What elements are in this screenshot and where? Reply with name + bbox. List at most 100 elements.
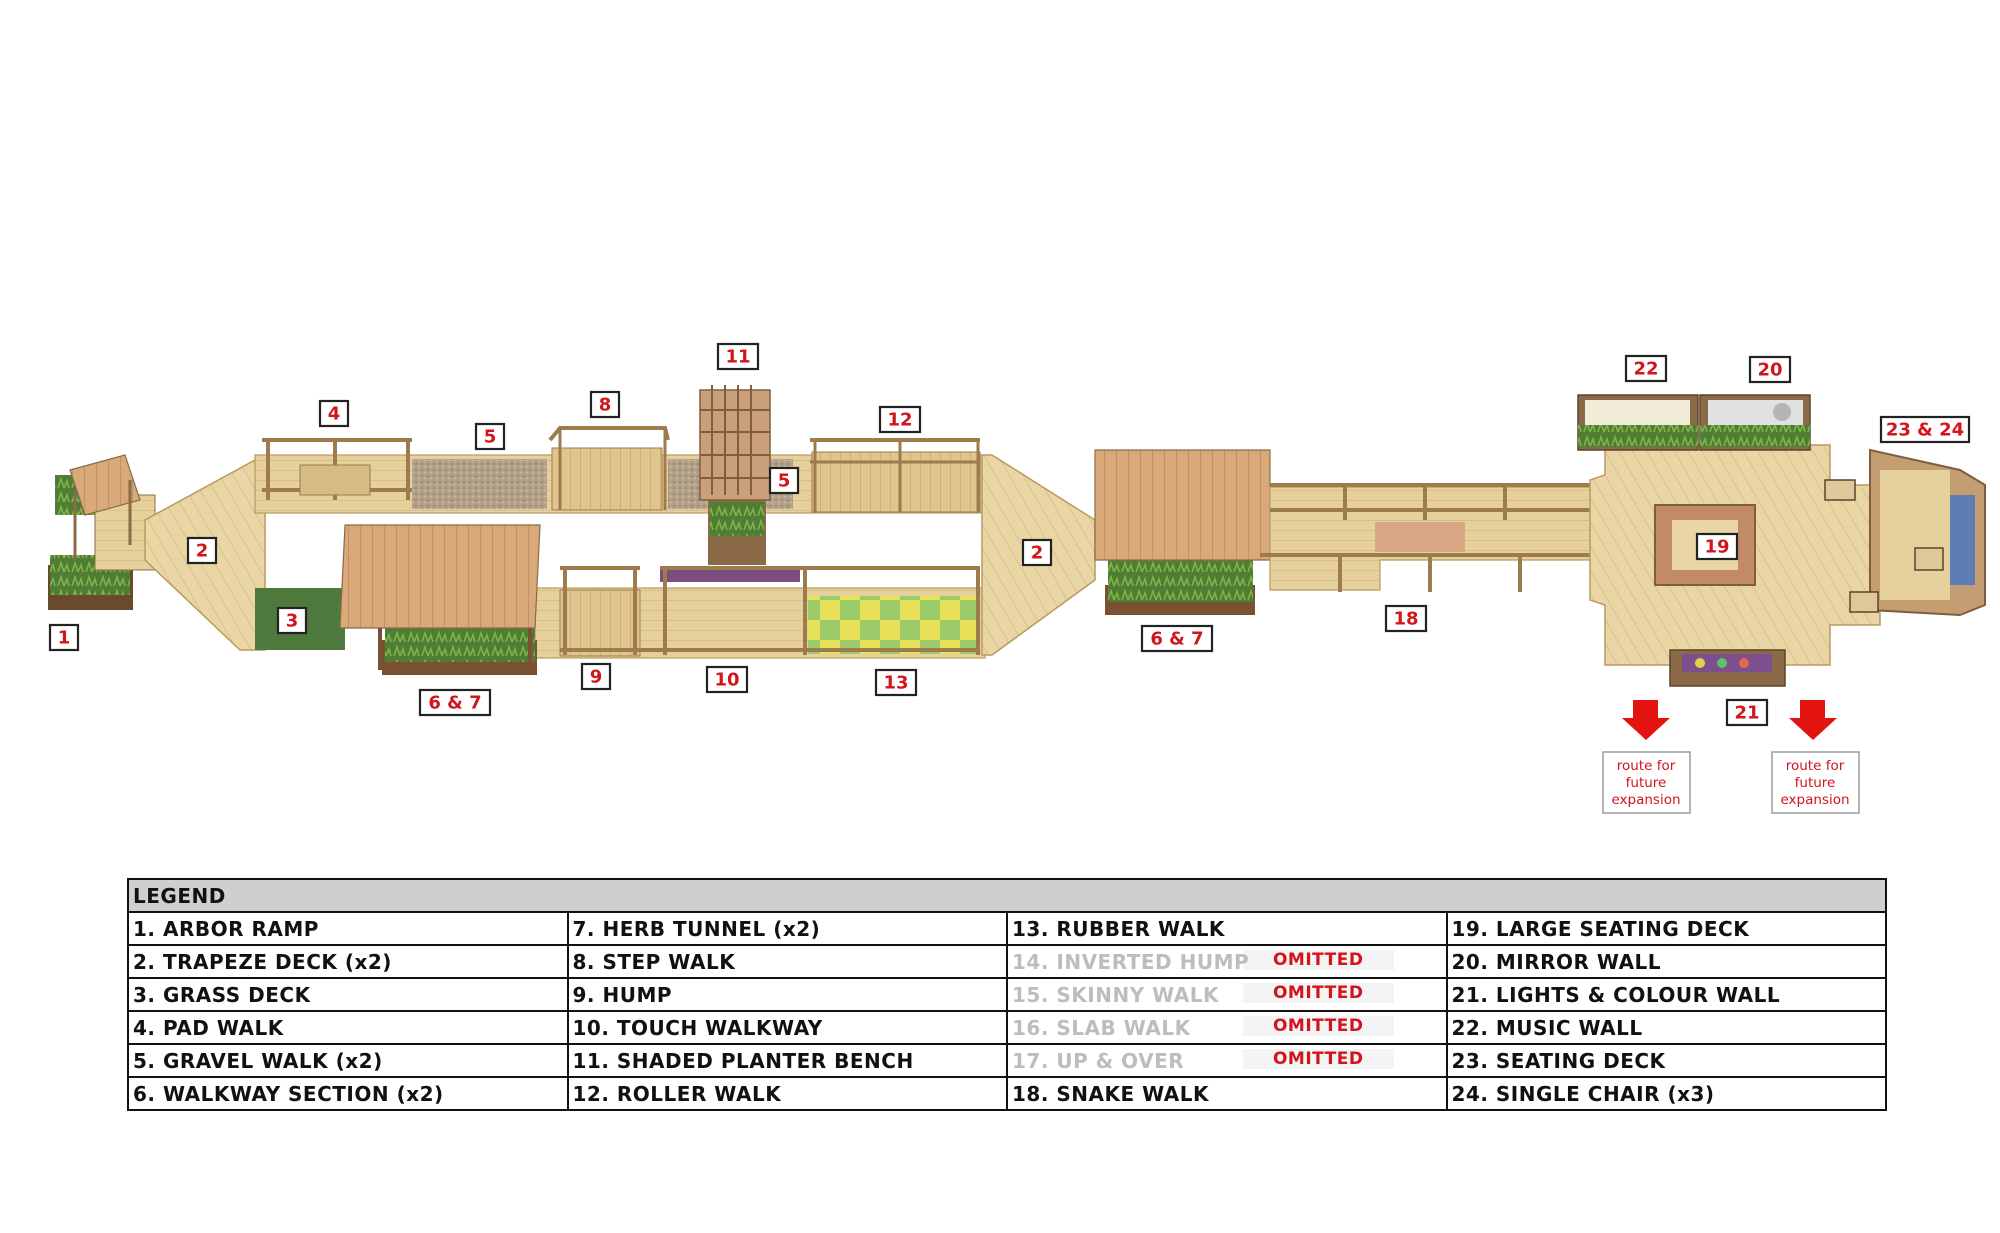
legend-item: 21. LIGHTS & COLOUR WALL	[1445, 977, 1887, 1012]
label-10: 10	[705, 665, 749, 694]
svg-text:18: 18	[1393, 609, 1418, 630]
walkway-structure	[48, 385, 1986, 687]
label-22: 22	[1624, 354, 1668, 383]
single-chair-2	[1914, 547, 1944, 571]
svg-text:23 & 24: 23 & 24	[1886, 420, 1964, 441]
legend-item: 5. GRAVEL WALK (x2)	[127, 1043, 569, 1078]
label-9: 9	[580, 662, 612, 691]
arbor-ramp	[48, 454, 156, 610]
svg-text:4: 4	[328, 404, 341, 425]
legend-item-text: 15. SKINNY WALK	[1012, 982, 1220, 1007]
label-2-right: 2	[1021, 538, 1053, 567]
expansion-note-left-line3: expansion	[1611, 792, 1680, 808]
svg-text:19: 19	[1704, 537, 1729, 558]
legend-item: 8. STEP WALK	[566, 944, 1008, 979]
expansion-note-left-line2: future	[1626, 775, 1667, 791]
expansion-note-left: route for future expansion	[1602, 751, 1691, 814]
omitted-tag: OMITTED	[1242, 949, 1394, 970]
label-3: 3	[276, 606, 308, 635]
single-chair-1	[1824, 479, 1856, 501]
expansion-note-left-line1: route for	[1617, 758, 1676, 774]
legend-item-omitted: OMITTED 15. SKINNY WALK	[1006, 977, 1448, 1012]
label-4: 4	[318, 399, 350, 428]
label-8: 8	[589, 390, 621, 419]
svg-text:6 & 7: 6 & 7	[1150, 629, 1203, 650]
single-chair-3	[1849, 591, 1879, 613]
legend-item: 19. LARGE SEATING DECK	[1445, 911, 1887, 946]
label-5-left: 5	[474, 422, 506, 451]
svg-text:13: 13	[883, 673, 908, 694]
legend-table: LEGEND 1. ARBOR RAMP 7. HERB TUNNEL (x2)…	[127, 878, 1887, 1111]
svg-text:21: 21	[1734, 703, 1759, 724]
bottom-walkway-rails	[560, 566, 980, 655]
label-2-left: 2	[186, 536, 218, 565]
gravel-walk-1	[412, 459, 547, 509]
herb-tunnel-left	[339, 524, 541, 675]
label-6-7-left: 6 & 7	[418, 688, 492, 717]
legend-header: LEGEND	[127, 878, 1887, 913]
label-1: 1	[48, 623, 80, 652]
herb-tunnel-right	[1094, 449, 1271, 615]
omitted-tag: OMITTED	[1242, 1015, 1394, 1036]
legend-item: 23. SEATING DECK	[1445, 1043, 1887, 1078]
legend-item-omitted: OMITTED 16. SLAB WALK	[1006, 1010, 1448, 1045]
number-labels: 1 2 2 3 4 5 5 6 & 7 6 & 7 8 9 10 11 12 1…	[48, 342, 1971, 727]
svg-text:12: 12	[887, 410, 912, 431]
legend-item: 24. SINGLE CHAIR (x3)	[1445, 1076, 1887, 1111]
rubber-walk	[808, 596, 980, 654]
legend-item: 7. HERB TUNNEL (x2)	[566, 911, 1008, 946]
expansion-note-right: route for future expansion	[1771, 751, 1860, 814]
expansion-note-right-line1: route for	[1786, 758, 1845, 774]
expansion-arrow-right	[1789, 700, 1837, 740]
legend-item: 6. WALKWAY SECTION (x2)	[127, 1076, 569, 1111]
expansion-note-right-line3: expansion	[1780, 792, 1849, 808]
legend-item: 2. TRAPEZE DECK (x2)	[127, 944, 569, 979]
svg-text:5: 5	[484, 427, 497, 448]
label-18: 18	[1384, 604, 1428, 633]
expansion-note-right-line2: future	[1795, 775, 1836, 791]
legend-item-text: 14. INVERTED HUMP	[1012, 949, 1250, 974]
legend-item: 10. TOUCH WALKWAY	[566, 1010, 1008, 1045]
legend-row: 5. GRAVEL WALK (x2) 11. SHADED PLANTER B…	[127, 1043, 1887, 1078]
svg-text:20: 20	[1757, 360, 1782, 381]
pad-walk-pads	[299, 464, 371, 496]
roller-walk	[810, 438, 981, 513]
legend-row: 6. WALKWAY SECTION (x2) 12. ROLLER WALK …	[127, 1076, 1887, 1111]
label-21: 21	[1725, 698, 1769, 727]
legend-row: 3. GRASS DECK 9. HUMP OMITTED 15. SKINNY …	[127, 977, 1887, 1012]
svg-text:9: 9	[590, 667, 603, 688]
omitted-tag: OMITTED	[1242, 1048, 1394, 1069]
svg-text:22: 22	[1633, 359, 1658, 380]
svg-text:2: 2	[1031, 543, 1044, 564]
svg-text:11: 11	[725, 347, 750, 368]
label-13: 13	[874, 668, 918, 697]
legend-item: 9. HUMP	[566, 977, 1008, 1012]
svg-text:8: 8	[599, 395, 612, 416]
omitted-tag: OMITTED	[1242, 982, 1394, 1003]
legend-item: 22. MUSIC WALL	[1445, 1010, 1887, 1045]
svg-text:2: 2	[196, 541, 209, 562]
hump	[559, 589, 641, 657]
legend-item: 12. ROLLER WALK	[566, 1076, 1008, 1111]
legend-item-omitted: OMITTED 17. UP & OVER	[1006, 1043, 1448, 1078]
touch-walkway-panels	[660, 570, 800, 582]
legend-item: 13. RUBBER WALK	[1006, 911, 1448, 946]
label-6-7-right: 6 & 7	[1140, 624, 1214, 653]
label-20: 20	[1748, 355, 1792, 384]
label-5-right: 5	[768, 466, 800, 495]
legend-item-text: 16. SLAB WALK	[1012, 1015, 1191, 1040]
svg-text:5: 5	[778, 471, 791, 492]
step-walk	[548, 426, 670, 511]
label-19: 19	[1695, 532, 1739, 561]
svg-text:6 & 7: 6 & 7	[428, 693, 481, 714]
legend-item-text: 17. UP & OVER	[1012, 1048, 1185, 1073]
legend-item: 11. SHADED PLANTER BENCH	[566, 1043, 1008, 1078]
svg-text:3: 3	[286, 611, 299, 632]
legend-item: 1. ARBOR RAMP	[127, 911, 569, 946]
legend-row: 2. TRAPEZE DECK (x2) 8. STEP WALK OMITTE…	[127, 944, 1887, 979]
legend-item: 3. GRASS DECK	[127, 977, 569, 1012]
expansion-arrow-left	[1622, 700, 1670, 740]
